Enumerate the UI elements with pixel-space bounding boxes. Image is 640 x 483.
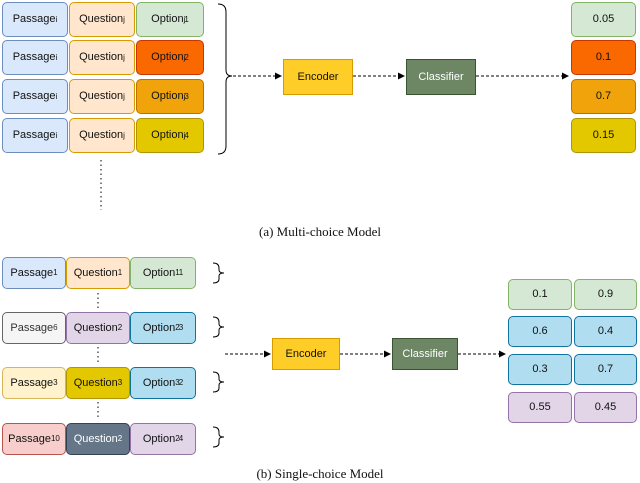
single-caption: (b) Single-choice Model — [256, 466, 384, 481]
single-score-1b: 0.9 — [574, 279, 637, 310]
multi-classifier: Classifier — [406, 59, 476, 95]
multi-score-4: 0.15 — [571, 118, 636, 153]
single-brace-4 — [212, 426, 225, 448]
multi-encoder: Encoder — [283, 59, 353, 95]
single-score-4b: 0.45 — [574, 392, 637, 423]
multi-score-3: 0.7 — [571, 79, 636, 114]
single-score-1a: 0.1 — [508, 279, 572, 310]
multi-caption: (a) Multi-choice Model — [258, 224, 381, 239]
single-brace-1 — [212, 262, 225, 284]
single-classifier: Classifier — [392, 338, 458, 370]
single-score-3b: 0.7 — [574, 354, 637, 385]
single-score-2a: 0.6 — [508, 316, 572, 347]
multi-brace — [217, 3, 233, 155]
single-brace-3 — [212, 371, 225, 393]
single-score-2b: 0.4 — [574, 316, 637, 347]
multi-score-1: 0.05 — [571, 2, 636, 37]
single-score-3a: 0.3 — [508, 354, 572, 385]
single-encoder: Encoder — [272, 338, 340, 370]
single-score-4a: 0.55 — [508, 392, 572, 423]
multi-score-2: 0.1 — [571, 40, 636, 75]
single-brace-2 — [212, 316, 225, 338]
